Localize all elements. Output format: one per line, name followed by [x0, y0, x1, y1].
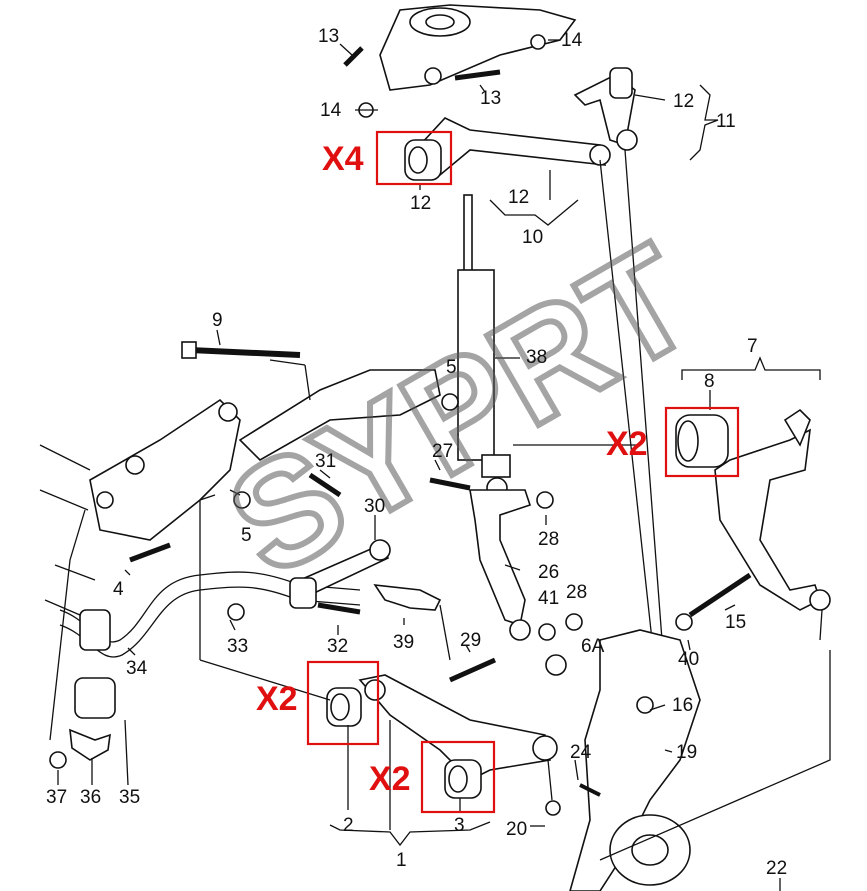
bolts — [49, 34, 752, 797]
bushing-3 — [444, 759, 482, 799]
label-13-mid: 13 — [480, 88, 501, 109]
label-5-left: 5 — [241, 525, 252, 546]
label-31: 31 — [315, 451, 336, 472]
label-8: 8 — [704, 371, 715, 392]
label-38: 38 — [526, 347, 547, 368]
label-11: 11 — [716, 111, 736, 132]
label-40: 40 — [678, 649, 699, 670]
spring-link — [469, 489, 532, 641]
label-1: 1 — [396, 850, 407, 871]
label-29: 29 — [460, 630, 481, 651]
callout-x2-bottom: X2 — [369, 760, 411, 798]
label-32: 32 — [327, 636, 348, 657]
callout-x2-left: X2 — [256, 680, 298, 718]
label-5-top: 5 — [446, 357, 457, 378]
label-36: 36 — [80, 787, 101, 808]
highlight-box-x2-left — [306, 660, 380, 746]
bushing-8 — [675, 414, 729, 468]
track-rod — [599, 149, 663, 641]
label-28-mid: 28 — [566, 582, 587, 603]
label-35: 35 — [119, 787, 140, 808]
label-13-top: 13 — [318, 26, 339, 47]
highlight-box-x2-bottom — [420, 740, 496, 814]
label-7: 7 — [747, 336, 758, 357]
highlight-box-x2-top — [664, 406, 740, 478]
upper-link — [573, 67, 638, 151]
label-10: 10 — [522, 227, 543, 248]
label-16: 16 — [672, 695, 693, 716]
label-12-right: 12 — [673, 91, 694, 112]
label-28-top: 28 — [538, 529, 559, 550]
label-30: 30 — [364, 496, 385, 517]
label-12-mid: 12 — [508, 187, 529, 208]
bushing-12-upper — [404, 139, 442, 181]
label-15: 15 — [725, 612, 746, 633]
bushing-2 — [326, 687, 362, 727]
label-20: 20 — [506, 819, 527, 840]
upper-control-arm — [418, 117, 611, 177]
rear-subframe — [379, 4, 577, 91]
label-2: 2 — [343, 815, 354, 836]
label-12-upper: 12 — [410, 193, 431, 214]
label-39: 39 — [393, 632, 414, 653]
label-6a: 6A — [581, 636, 605, 657]
label-4: 4 — [113, 579, 124, 600]
subframe-left — [89, 369, 441, 541]
label-3: 3 — [454, 815, 465, 836]
part-labels: 13 14 13 14 12 11 12 12 10 9 38 5 7 8 27… — [46, 26, 787, 879]
stabilizer-bar — [59, 571, 361, 719]
label-19: 19 — [676, 742, 697, 763]
callout-x4: X4 — [322, 140, 364, 178]
label-14-left: 14 — [320, 100, 342, 121]
label-26: 26 — [538, 562, 559, 583]
level-sensor-link — [373, 584, 451, 661]
trailing-arm — [714, 408, 831, 641]
label-37: 37 — [46, 787, 67, 808]
label-9: 9 — [212, 310, 223, 331]
label-24: 24 — [570, 742, 592, 763]
label-22: 22 — [766, 858, 787, 879]
callout-x2-top: X2 — [606, 425, 648, 463]
label-27: 27 — [432, 441, 453, 462]
label-41: 41 — [538, 588, 559, 609]
label-14-top: 14 — [561, 30, 583, 51]
label-33: 33 — [227, 636, 248, 657]
lower-wishbone — [358, 674, 561, 816]
wheel-carrier — [569, 629, 701, 891]
label-34: 34 — [126, 658, 148, 679]
coupling-rod — [289, 539, 391, 609]
highlight-box-x4 — [375, 130, 453, 186]
